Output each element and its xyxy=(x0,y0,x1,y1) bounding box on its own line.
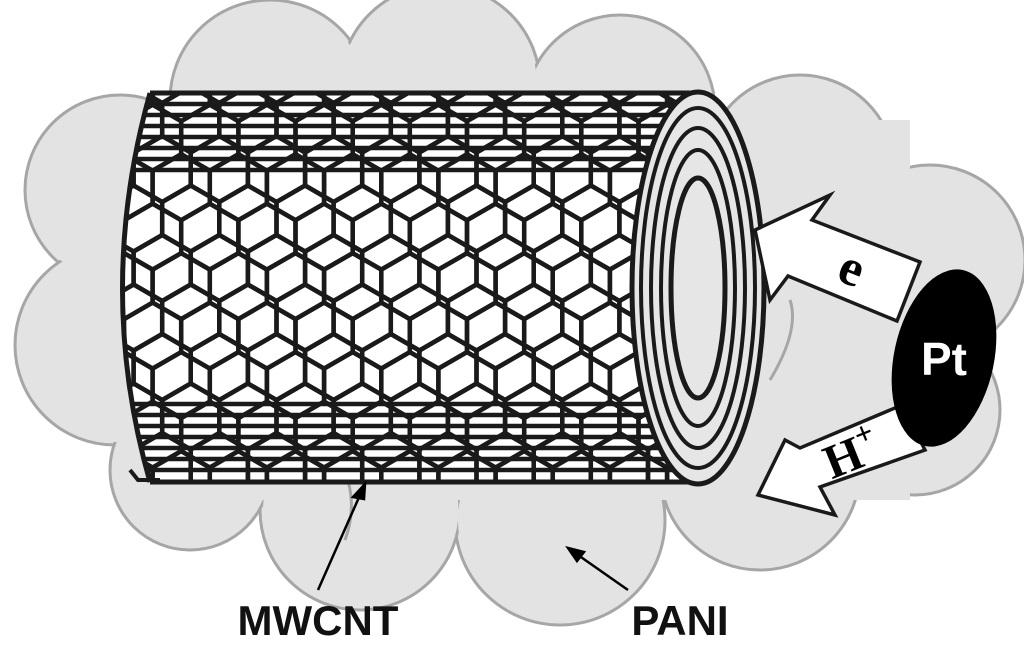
lattice-cell xyxy=(531,430,594,482)
lattice-cell xyxy=(150,448,213,482)
lattice-cell xyxy=(417,430,479,482)
lattice-cell xyxy=(359,430,422,482)
longitudinal-lines xyxy=(122,101,690,473)
proton-arrow: H+ xyxy=(755,402,928,518)
pani-pointer xyxy=(577,553,629,592)
lattice-cell xyxy=(550,448,613,482)
pani-label: PANI xyxy=(631,597,728,644)
lattice-cell xyxy=(207,448,270,482)
lattice-cell xyxy=(379,448,441,482)
mwcnt-pointer-head xyxy=(350,480,367,501)
mwcnt-label: MWCNT xyxy=(238,597,399,644)
lattice-cell xyxy=(122,93,136,106)
tube-end-face xyxy=(629,89,767,487)
electron-arrow: e xyxy=(752,190,923,324)
lattice-cell xyxy=(264,448,327,482)
lattice-cell xyxy=(474,430,536,482)
mwcnt-pointer xyxy=(316,494,362,591)
lattice-cell xyxy=(321,448,384,482)
pani-pointer-head xyxy=(565,545,587,564)
catalyst-label: Pt xyxy=(921,333,967,385)
lattice-cell xyxy=(131,430,193,482)
lattice-cell xyxy=(607,448,670,482)
lattice-cell xyxy=(245,430,308,482)
pointer-lines xyxy=(316,480,629,592)
pt-catalyst: Pt xyxy=(891,269,997,447)
lattice-cell xyxy=(302,430,365,482)
lattice-cell xyxy=(436,448,498,482)
lattice-cell xyxy=(588,430,651,482)
lattice-cell xyxy=(188,430,251,482)
lattice-cell xyxy=(493,448,555,482)
